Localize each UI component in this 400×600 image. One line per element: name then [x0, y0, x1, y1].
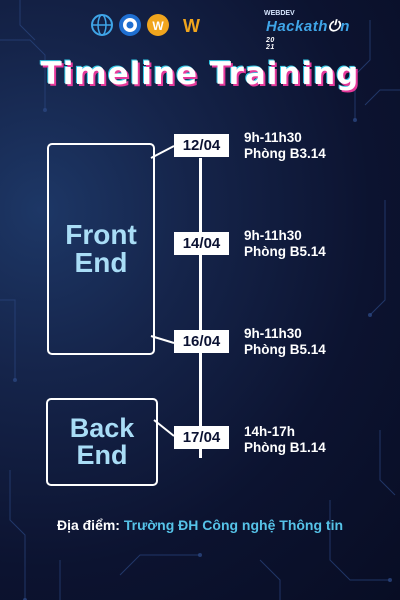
group-label-line2: End — [74, 247, 128, 278]
group-label-line1: Back — [69, 413, 135, 443]
session-date: 14/04 — [174, 232, 229, 255]
sponsor-logos-icon: W W — [91, 14, 200, 36]
hackathon-wordmark: Hackath⏻n 20 21 — [266, 18, 350, 52]
hackathon-wordmark-text: Hackath — [266, 18, 328, 35]
svg-text:W: W — [183, 16, 200, 36]
page-title: Timeline Training — [40, 56, 360, 92]
session-info: 9h-11h30 Phòng B3.14 — [244, 130, 326, 162]
session-date: 17/04 — [174, 426, 229, 449]
sponsor-logos: W W WEBDEV Hackath⏻n 20 21 — [88, 10, 349, 51]
session-date: 16/04 — [174, 330, 229, 353]
webdev-label: WEBDEV — [264, 10, 295, 17]
group-box-front-end: Front End — [47, 143, 155, 355]
venue-footer: Địa điểm: Trường ĐH Công nghệ Thông tin — [0, 517, 400, 533]
timeline-line — [199, 158, 202, 458]
session-room: Phòng B3.14 — [244, 146, 326, 161]
group-label-line1: Front — [65, 219, 137, 250]
session-room: Phòng B5.14 — [244, 342, 326, 357]
university-logo-icon — [119, 14, 141, 36]
group-box-back-end: Back End — [46, 398, 158, 486]
svg-text:W: W — [152, 19, 164, 33]
venue-label: Địa điểm: — [56, 517, 120, 533]
session-info: 14h-17h Phòng B1.14 — [244, 424, 326, 456]
hackathon-year: 20 21 — [266, 37, 275, 52]
session-time: 9h-11h30 — [244, 326, 302, 341]
session-info: 9h-11h30 Phòng B5.14 — [244, 228, 326, 260]
webdev-logo-icon: W — [183, 16, 200, 36]
session-room: Phòng B1.14 — [244, 440, 326, 455]
club-logo-icon: W — [147, 14, 169, 36]
globe-logo-icon — [91, 14, 113, 36]
session-date: 12/04 — [174, 134, 229, 157]
group-label-line2: End — [76, 440, 128, 470]
power-o-icon: ⏻ — [327, 18, 341, 35]
venue-name: Trường ĐH Công nghệ Thông tin — [123, 517, 344, 533]
session-info: 9h-11h30 Phòng B5.14 — [244, 326, 326, 358]
session-room: Phòng B5.14 — [244, 244, 326, 259]
session-time: 14h-17h — [244, 424, 296, 439]
session-time: 9h-11h30 — [244, 130, 302, 145]
session-time: 9h-11h30 — [244, 228, 302, 243]
hackathon-n: n — [340, 18, 350, 35]
